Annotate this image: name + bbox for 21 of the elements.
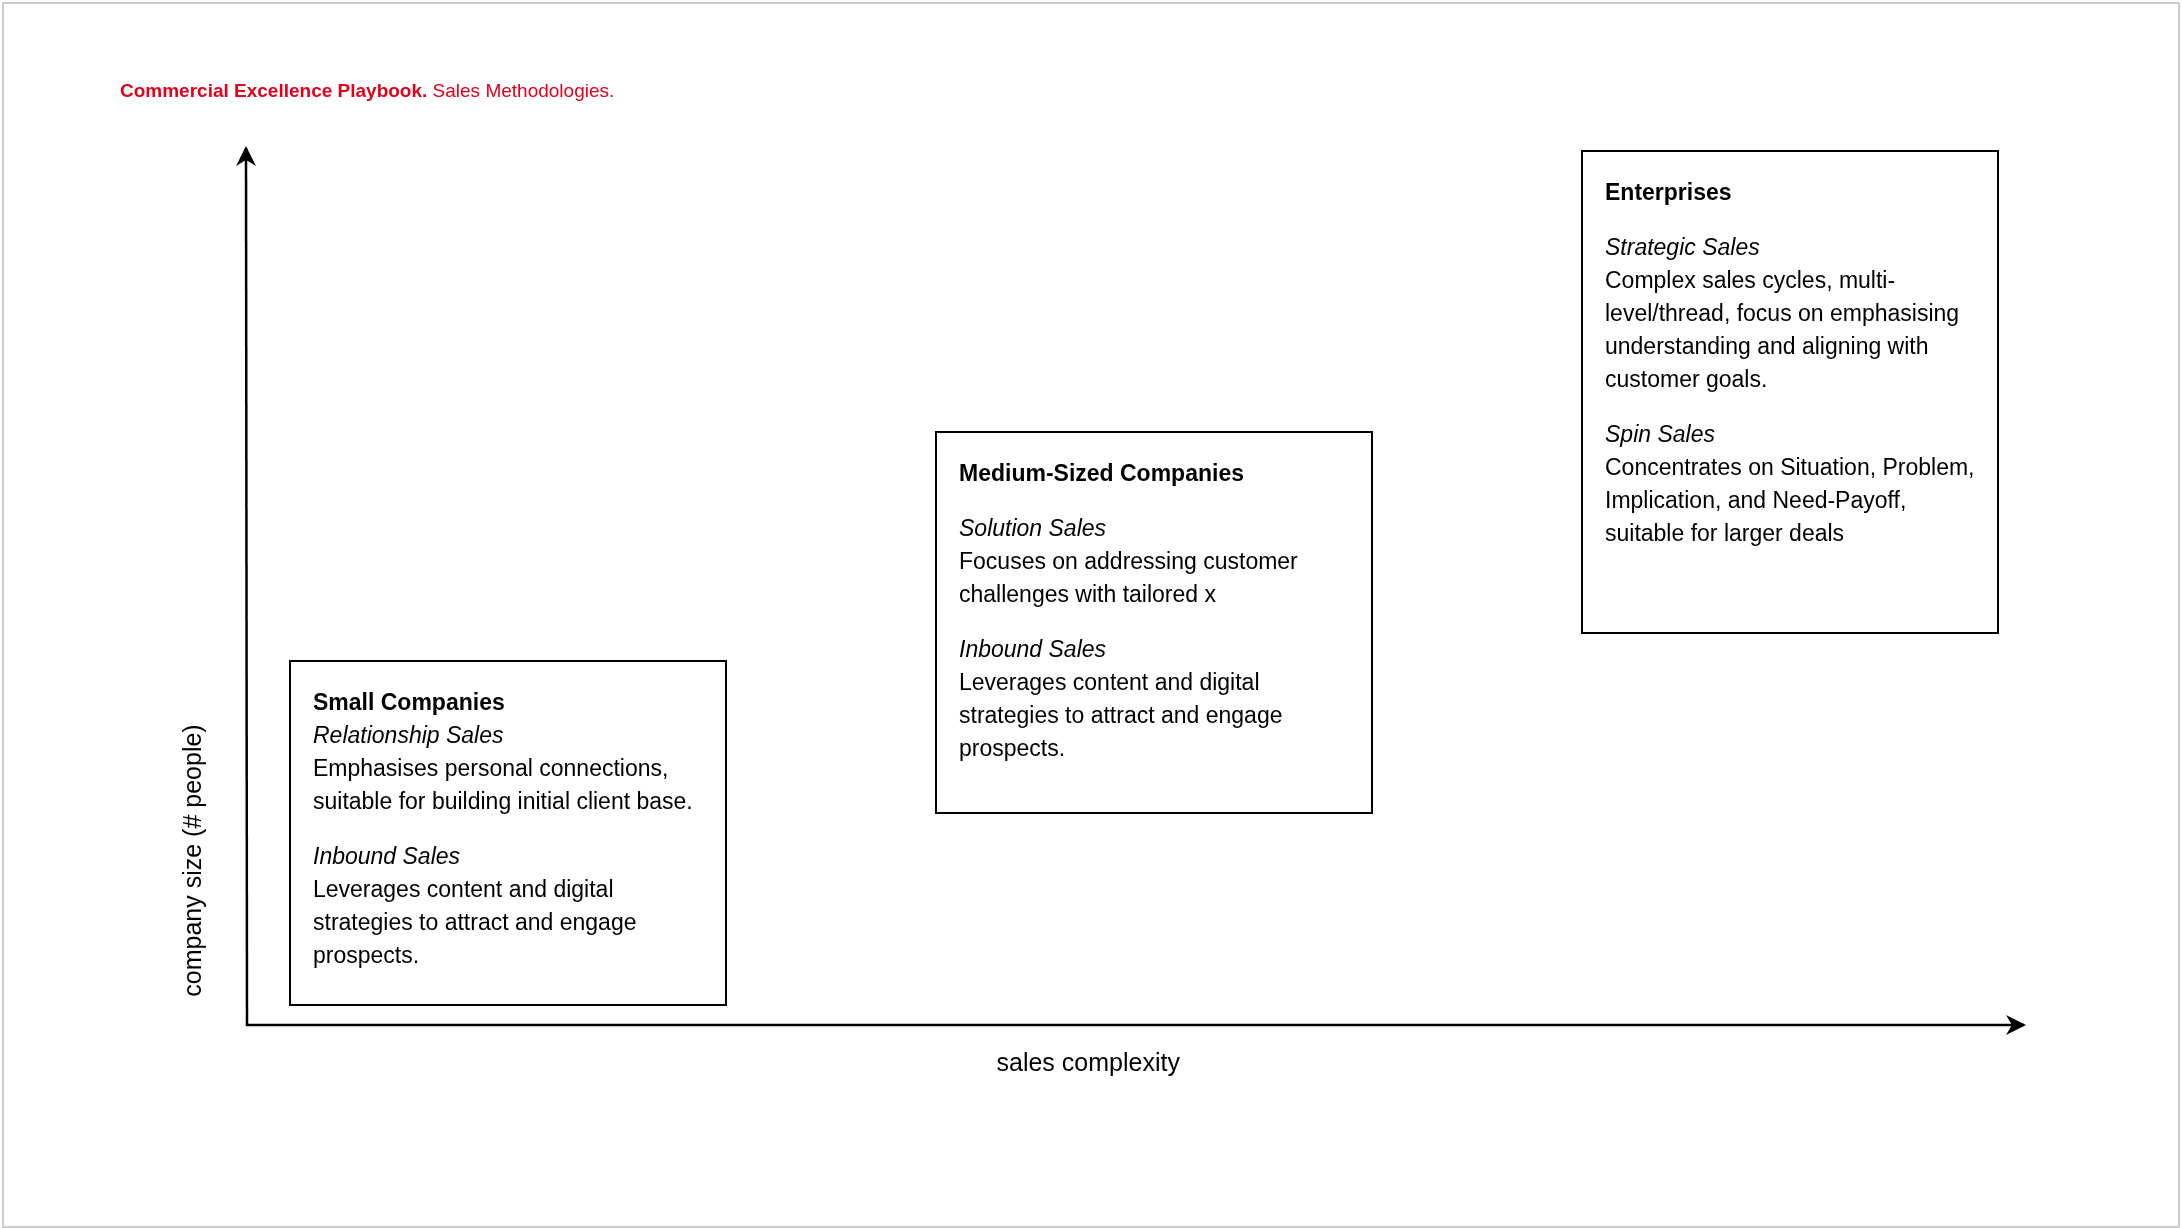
segment-box — [1581, 150, 1999, 634]
method-name: Inbound Sales — [959, 635, 1108, 664]
method-description: Focuses on addressing customer challenges with tailored x — [959, 547, 1299, 609]
box-heading: Enterprises — [1605, 178, 1733, 207]
method-description: Emphasises personal connections, suitable for building initial client base. — [313, 754, 694, 816]
method-name: Solution Sales — [959, 514, 1108, 543]
axis-label: company size (# people) — [177, 723, 207, 997]
method-description: Leverages content and digital strategies to attract and engage prospects. — [959, 668, 1284, 763]
method-description: Concentrates on Situation, Problem, Implication, and Need-Payoff, suitable for larger deals — [1605, 453, 1975, 548]
method-name: Relationship Sales — [313, 721, 505, 750]
title: Commercial Excellence Playbook. Sales Methodologies. — [120, 80, 615, 102]
method-description: Complex sales cycles, multi-level/thread, focus on emphasising understanding and aligning with customer goals. — [1605, 266, 1961, 394]
axis-label: sales complexity — [996, 1048, 1180, 1077]
method-name: Inbound Sales — [313, 842, 462, 871]
box-heading: Small Companies — [313, 688, 506, 717]
segment-box — [935, 431, 1373, 814]
method-name: Strategic Sales — [1605, 233, 1761, 262]
method-name: Spin Sales — [1605, 420, 1716, 449]
method-description: Leverages content and digital strategies to attract and engage prospects. — [313, 875, 638, 970]
segment-box — [289, 660, 727, 1006]
box-heading: Medium-Sized Companies — [959, 459, 1245, 488]
